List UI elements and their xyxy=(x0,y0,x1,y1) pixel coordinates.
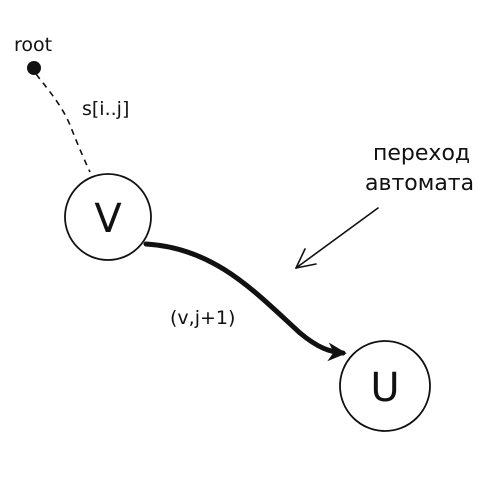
node-u-label: U xyxy=(370,365,399,411)
annotation-line-1: переход xyxy=(373,141,470,166)
annotation-arrow xyxy=(295,207,379,269)
node-v xyxy=(64,173,152,261)
annotation-line-2: автомата xyxy=(365,171,474,196)
path-label: s[i..j] xyxy=(82,98,129,120)
node-u xyxy=(339,340,431,432)
root-label: root xyxy=(14,34,52,56)
root-dot xyxy=(27,61,41,75)
root-to-v-dashed-path xyxy=(35,73,91,173)
node-v-label: V xyxy=(94,196,122,242)
transition-edge xyxy=(143,241,347,362)
edge-label: (v,j+1) xyxy=(170,307,235,329)
